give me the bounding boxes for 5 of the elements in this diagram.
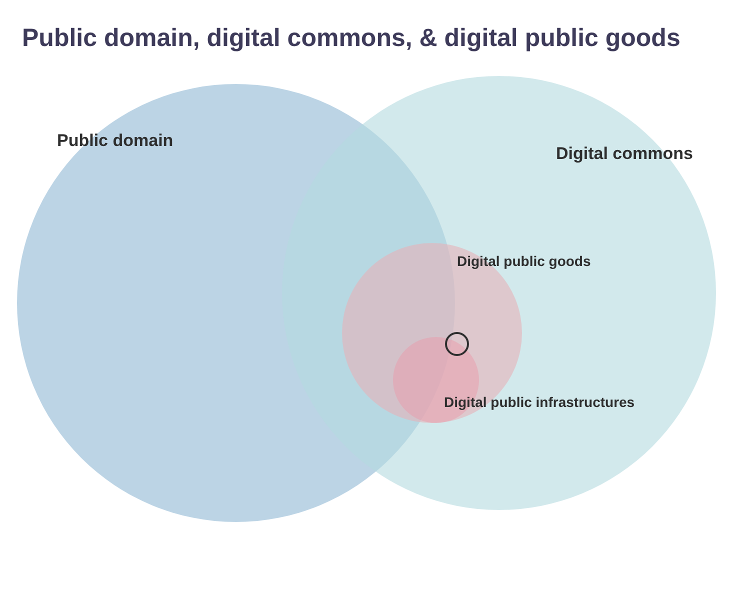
circle-label: Digital commons (556, 144, 693, 164)
diagram-title: Public domain, digital commons, & digital public goods (22, 24, 680, 53)
circle-label: Public domain (57, 131, 174, 151)
circle-label: Digital public infrastructures (444, 394, 635, 410)
circle-label: Digital public goods (457, 253, 591, 269)
